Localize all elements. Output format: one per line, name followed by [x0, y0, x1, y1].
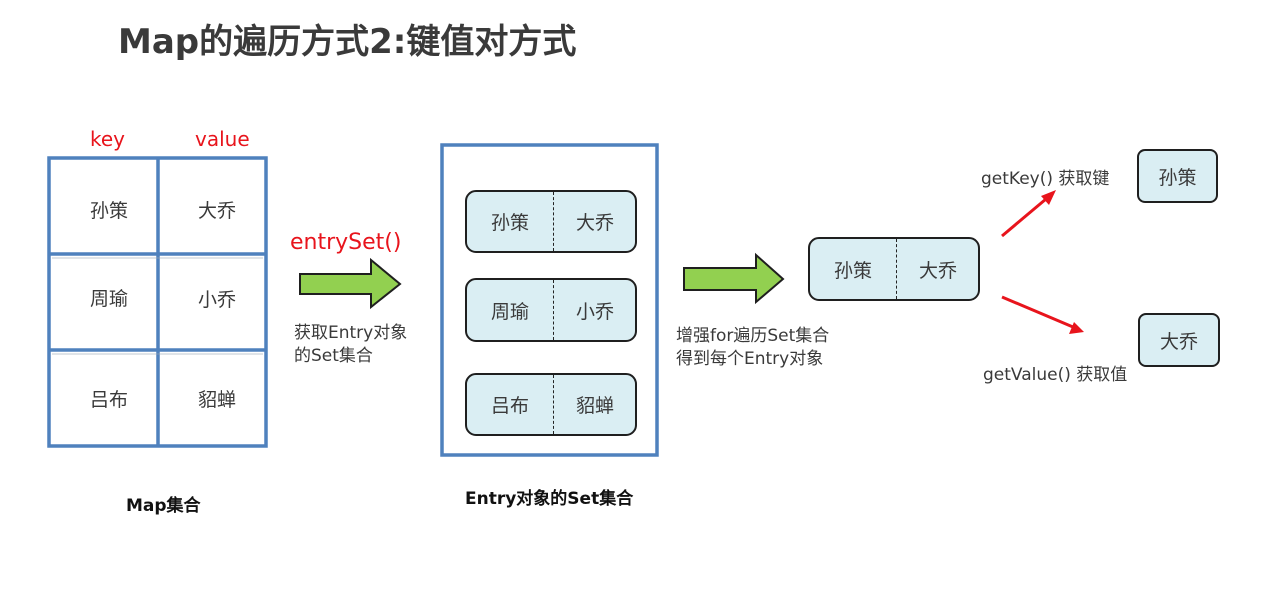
- entry-item: 周瑜 小乔: [465, 278, 637, 342]
- map-table-grid: [47, 156, 268, 448]
- entry-value: 貂蝉: [575, 395, 614, 417]
- getkey-label: getKey() 获取键: [981, 169, 1110, 189]
- map-caption: Map集合: [126, 496, 201, 516]
- step2-note-line2: 得到每个Entry对象: [676, 349, 824, 369]
- entry-divider: [553, 375, 554, 434]
- entry-item: 孙策 大乔: [465, 190, 637, 253]
- entry-value: 小乔: [575, 300, 614, 323]
- entryset-method-label: entrySet(): [290, 230, 402, 255]
- entry-set-caption: Entry对象的Set集合: [465, 489, 634, 509]
- key-result-box: 孙策: [1137, 149, 1218, 203]
- value-result-box: 大乔: [1138, 313, 1220, 367]
- entry-value: 大乔: [575, 212, 614, 234]
- entry-value: 大乔: [918, 259, 957, 282]
- entry-divider: [896, 239, 897, 299]
- page-title: Map的遍历方式2:键值对方式: [118, 22, 577, 62]
- map-value-cell: 貂蝉: [198, 389, 237, 411]
- entry-key: 孙策: [490, 212, 529, 234]
- map-key-cell: 吕布: [90, 389, 129, 411]
- map-key-cell: 孙策: [90, 200, 129, 222]
- step2-note-line1: 增强for遍历Set集合: [676, 326, 830, 346]
- entry-key: 周瑜: [490, 300, 529, 323]
- entry-item: 吕布 貂蝉: [465, 373, 637, 436]
- entryset-arrow: [299, 257, 402, 310]
- key-header: key: [90, 127, 126, 151]
- step1-note-line2: 的Set集合: [294, 346, 373, 366]
- getvalue-arrow: [1001, 295, 1084, 334]
- entry-key: 孙策: [833, 259, 872, 282]
- getvalue-label: getValue() 获取值: [983, 365, 1128, 385]
- single-entry: 孙策 大乔: [808, 237, 980, 301]
- entry-divider: [553, 280, 554, 340]
- entry-set-container: [440, 143, 659, 457]
- map-key-cell: 周瑜: [90, 288, 129, 310]
- getkey-arrow: [1001, 190, 1056, 238]
- map-value-cell: 大乔: [198, 200, 237, 222]
- foreach-arrow: [683, 252, 785, 305]
- map-value-cell: 小乔: [198, 289, 237, 311]
- entry-divider: [553, 192, 554, 251]
- entry-key: 吕布: [490, 395, 529, 417]
- step1-note-line1: 获取Entry对象: [294, 323, 408, 343]
- value-header: value: [195, 127, 250, 151]
